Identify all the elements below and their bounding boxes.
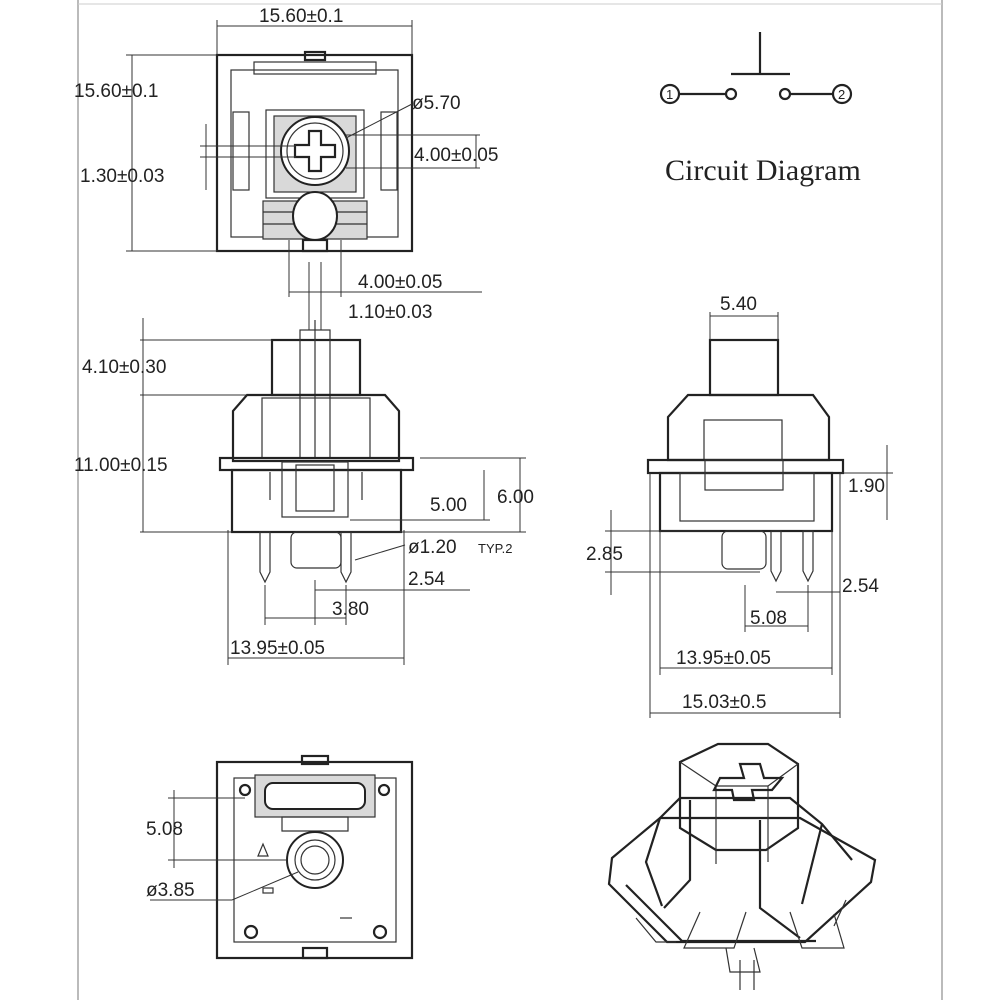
side-view	[605, 312, 893, 718]
pin-length-b-label: 6.00	[497, 487, 534, 508]
pin-length-a-label: 5.00	[430, 495, 467, 516]
top-width-label: 15.60±0.1	[259, 6, 343, 27]
top-view	[126, 20, 482, 330]
side-pin-height-label: 2.85	[586, 544, 623, 565]
circuit-title: Circuit Diagram	[665, 154, 861, 187]
side-stem-width-label: 5.40	[720, 294, 757, 315]
cross-bottom-label: 4.00±0.05	[358, 272, 442, 293]
pin-note-label: TYP.2	[478, 541, 512, 556]
top-height-label: 15.60±0.1	[74, 81, 158, 102]
side-body-width-label: 13.95±0.05	[676, 648, 771, 669]
cross-thickness-label: 1.30±0.03	[80, 166, 164, 187]
front-view	[140, 318, 526, 665]
side-pin-offset-label: 2.54	[842, 576, 879, 597]
flange-label: 1.90	[848, 476, 885, 497]
total-height-label: 11.00±0.15	[74, 455, 168, 476]
pin-diameter-label: ø1.20	[408, 537, 457, 558]
bottom-view	[150, 754, 414, 960]
cross-bar-label: 1.10±0.03	[348, 302, 432, 323]
terminal-2-label: 2	[838, 87, 845, 102]
stem-diameter-label: ø5.70	[412, 93, 461, 114]
front-body-width-label: 13.95±0.05	[230, 638, 325, 659]
front-pin-spacing-label: 3.80	[332, 599, 369, 620]
circuit-diagram	[659, 32, 853, 105]
travel-label: 4.10±0.30	[82, 357, 166, 378]
center-post-label: ø3.85	[146, 880, 195, 901]
cross-width-label: 4.00±0.05	[414, 145, 498, 166]
hole-offset-label: 5.08	[146, 819, 183, 840]
switch-isometric-illustration	[607, 742, 877, 990]
front-pin-offset-label: 2.54	[408, 569, 445, 590]
side-pin-spacing-label: 5.08	[750, 608, 787, 629]
side-flange-width-label: 15.03±0.5	[682, 692, 766, 713]
terminal-1-label: 1	[666, 87, 673, 102]
